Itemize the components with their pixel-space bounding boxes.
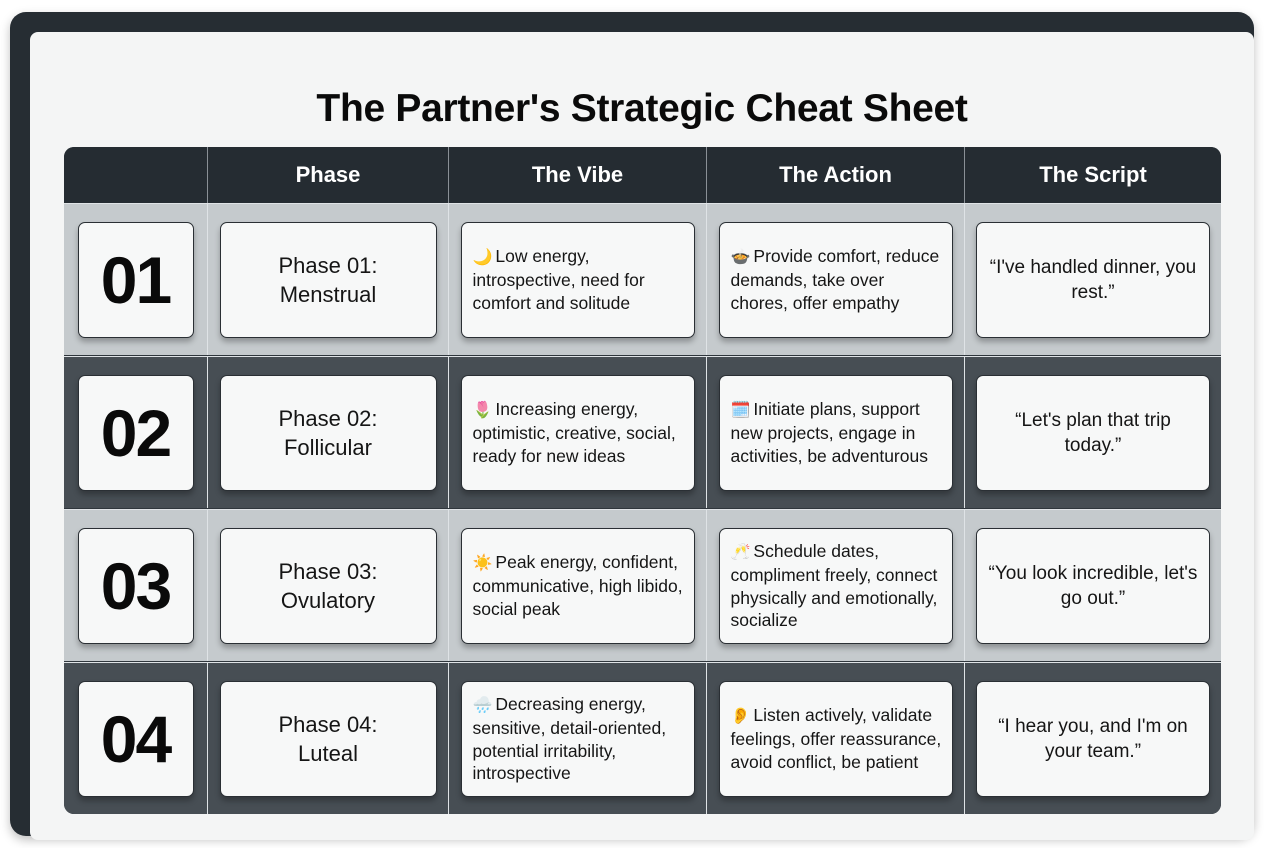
calendar-icon: 🗓️ bbox=[730, 401, 751, 419]
action-text: Schedule dates, compliment freely, conne… bbox=[730, 540, 938, 631]
vibe-text: Peak energy, confident, communicative, h… bbox=[472, 551, 683, 619]
header-phase: Phase bbox=[208, 147, 449, 203]
phase-number: 01 bbox=[100, 242, 172, 317]
phase-name: Menstrual bbox=[279, 281, 377, 307]
header-action: The Action bbox=[707, 147, 965, 203]
phase-name: Follicular bbox=[283, 434, 372, 460]
phase-label: Phase 04: bbox=[278, 711, 378, 737]
vibe-text: Low energy, introspective, need for comf… bbox=[472, 245, 645, 313]
action-card: 🗓️Initiate plans, support new projects, … bbox=[718, 374, 953, 491]
bowl-of-food-icon: 🍲 bbox=[730, 248, 751, 266]
vibe-card: 🌷Increasing energy, optimistic, creative… bbox=[460, 374, 695, 491]
sheet-frame: The Partner's Strategic Cheat Sheet Phas… bbox=[10, 12, 1254, 840]
phase-number-card: 01 bbox=[77, 221, 194, 338]
clinking-glasses-icon: 🥂 bbox=[730, 543, 751, 561]
phase-label: Phase 02: bbox=[278, 405, 378, 431]
header-number bbox=[64, 147, 208, 203]
phase-number: 04 bbox=[100, 701, 172, 776]
vibe-text: Decreasing energy, sensitive, detail-ori… bbox=[472, 693, 667, 784]
script-card: “I've handled dinner, you rest.” bbox=[976, 221, 1210, 338]
vibe-text: Increasing energy, optimistic, creative,… bbox=[472, 398, 676, 466]
action-text: Provide comfort, reduce demands, take ov… bbox=[730, 245, 940, 313]
script-card: “You look incredible, let's go out.” bbox=[976, 527, 1210, 644]
action-text: Initiate plans, support new projects, en… bbox=[730, 398, 928, 466]
phase-name-card: Phase 01: Menstrual bbox=[219, 221, 437, 338]
table-header: Phase The Vibe The Action The Script bbox=[64, 147, 1221, 203]
cheat-sheet-table: Phase The Vibe The Action The Script 01 … bbox=[64, 147, 1221, 814]
phase-name-card: Phase 03: Ovulatory bbox=[219, 527, 437, 644]
phase-name: Ovulatory bbox=[280, 587, 376, 613]
table-row: 01 Phase 01: Menstrual 🌙Low energy, intro… bbox=[64, 203, 1221, 355]
action-card: 🥂Schedule dates, compliment freely, conn… bbox=[718, 527, 953, 644]
cheat-sheet: The Partner's Strategic Cheat Sheet Phas… bbox=[30, 32, 1254, 840]
phase-label: Phase 01: bbox=[278, 252, 378, 278]
vibe-card: 🌧️Decreasing energy, sensitive, detail-o… bbox=[460, 680, 695, 797]
phase-number-card: 04 bbox=[77, 680, 194, 797]
table-row: 03 Phase 03: Ovulatory ☀️Peak energy, con… bbox=[64, 509, 1221, 661]
phase-name-card: Phase 04: Luteal bbox=[219, 680, 437, 797]
action-card: 🍲Provide comfort, reduce demands, take o… bbox=[718, 221, 953, 338]
script-text: “I've handled dinner, you rest.” bbox=[989, 256, 1197, 303]
phase-number-card: 03 bbox=[77, 527, 194, 644]
script-text: “Let's plan that trip today.” bbox=[1015, 409, 1171, 456]
phase-label: Phase 03: bbox=[278, 558, 378, 584]
action-text: Listen actively, validate feelings, offe… bbox=[730, 704, 942, 772]
crescent-moon-icon: 🌙 bbox=[472, 248, 493, 266]
table-row: 04 Phase 04: Luteal 🌧️Decreasing energy, … bbox=[64, 662, 1221, 814]
vibe-card: ☀️Peak energy, confident, communicative,… bbox=[460, 527, 695, 644]
ear-icon: 👂 bbox=[730, 707, 751, 725]
script-text: “I hear you, and I'm on your team.” bbox=[998, 715, 1188, 762]
action-card: 👂Listen actively, validate feelings, off… bbox=[718, 680, 953, 797]
header-vibe: The Vibe bbox=[449, 147, 707, 203]
phase-name-card: Phase 02: Follicular bbox=[219, 374, 437, 491]
script-card: “I hear you, and I'm on your team.” bbox=[976, 680, 1210, 797]
tulip-icon: 🌷 bbox=[472, 401, 493, 419]
phase-name: Luteal bbox=[298, 740, 358, 766]
rain-cloud-icon: 🌧️ bbox=[472, 696, 493, 714]
table-row: 02 Phase 02: Follicular 🌷Increasing energ… bbox=[64, 356, 1221, 508]
phase-number: 02 bbox=[100, 395, 172, 470]
vibe-card: 🌙Low energy, introspective, need for com… bbox=[460, 221, 695, 338]
script-card: “Let's plan that trip today.” bbox=[976, 374, 1210, 491]
sun-icon: ☀️ bbox=[472, 554, 493, 572]
script-text: “You look incredible, let's go out.” bbox=[988, 562, 1198, 609]
phase-number-card: 02 bbox=[77, 374, 194, 491]
page-title: The Partner's Strategic Cheat Sheet bbox=[316, 87, 968, 130]
phase-number: 03 bbox=[100, 548, 172, 623]
header-script: The Script bbox=[1039, 162, 1147, 187]
